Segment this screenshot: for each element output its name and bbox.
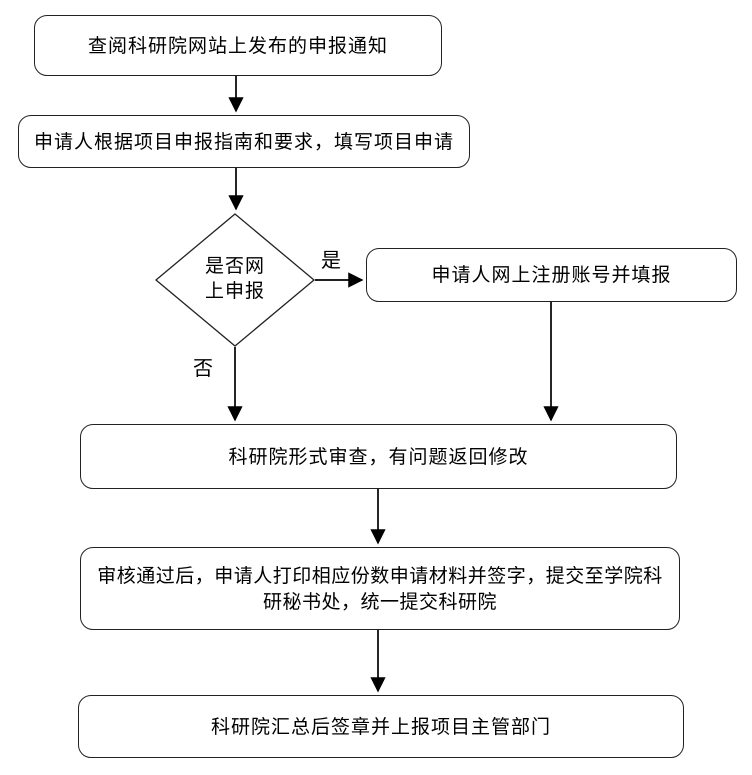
node-print-submit: 审核通过后，申请人打印相应份数申请材料并签字，提交至学院科研秘书处，统一提交科研… [80, 547, 680, 630]
node-formal-review: 科研院形式审查，有问题返回修改 [80, 424, 677, 489]
decision-diamond-shape [154, 213, 316, 347]
node-formal-review-label: 科研院形式审查，有问题返回修改 [228, 445, 529, 468]
node-print-submit-label: 审核通过后，申请人打印相应份数申请材料并签字，提交至学院科研秘书处，统一提交科研… [97, 564, 663, 613]
node-register-online-label: 申请人网上注册账号并填报 [431, 264, 672, 286]
node-notice-label: 查阅科研院网站上发布的申报通知 [87, 34, 388, 57]
node-report-authority: 科研院汇总后签章并上报项目主管部门 [78, 695, 684, 758]
node-fill-application: 申请人根据项目申报指南和要求，填写项目申请 [18, 115, 470, 168]
node-fill-application-label: 申请人根据项目申报指南和要求，填写项目申请 [33, 130, 454, 153]
node-notice: 查阅科研院网站上发布的申报通知 [34, 15, 442, 76]
node-online-decision: 是否网上申报 [204, 255, 265, 302]
node-register-online: 申请人网上注册账号并填报 [366, 248, 737, 302]
edge-label-no: 否 [193, 356, 213, 380]
node-report-authority-label: 科研院汇总后签章并上报项目主管部门 [210, 715, 551, 738]
edge-label-yes: 是 [321, 248, 341, 272]
